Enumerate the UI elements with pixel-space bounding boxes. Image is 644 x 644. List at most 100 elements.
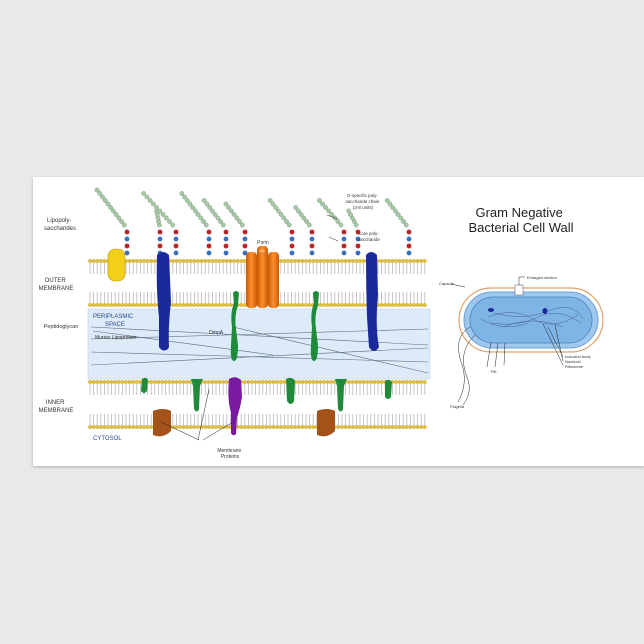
inner-lipid-head <box>206 380 211 384</box>
core-sugar <box>124 236 130 242</box>
outer-lipid-head <box>343 303 348 307</box>
inner-lipid-head <box>242 380 247 384</box>
porin-protein <box>246 246 279 308</box>
inner-lipid-head <box>116 380 121 384</box>
core-sugar <box>341 243 347 249</box>
cell-label-enlarged: Enlarged section <box>527 275 557 280</box>
outer-lipid-head <box>106 303 110 307</box>
o-antigen-unit <box>223 201 229 207</box>
inner-lipid-head <box>397 425 402 429</box>
outer-lipid-head <box>419 303 424 307</box>
outer-lipid-head <box>91 259 96 263</box>
inner-lipid-head <box>408 425 413 429</box>
inner-lipid-head <box>178 380 182 384</box>
inner-lipid-head <box>98 380 103 384</box>
inner-lipid-head <box>412 380 416 384</box>
inner-lipid-head <box>257 380 262 384</box>
inner-lipid-head <box>271 425 276 429</box>
inner-lipid-head <box>376 380 380 384</box>
outer-lipid-head <box>415 259 420 263</box>
outer-lipid-head <box>304 303 308 307</box>
outer-lipid-head <box>386 259 391 263</box>
outer-lipid-head <box>422 303 427 307</box>
inner-lipid-head <box>336 425 341 429</box>
outer-lipid-head <box>397 303 402 307</box>
o-antigen-unit <box>237 219 242 224</box>
inner-lipid-head <box>264 425 269 429</box>
inner-lipid-head <box>214 425 218 429</box>
outer-lipid-head <box>307 259 312 263</box>
inner-lipid-head <box>271 380 276 384</box>
outer-lipid-head <box>217 259 222 263</box>
cell-label-ribosome: Ribosome <box>565 364 584 369</box>
core-sugar <box>206 250 212 256</box>
inner-lipid-head <box>250 425 254 429</box>
inner-lipid-head <box>412 425 416 429</box>
inner-lipid-head <box>304 380 308 384</box>
outer-lipid-head <box>296 259 301 263</box>
o-antigen-unit <box>170 222 176 228</box>
inner-lipid-head <box>134 380 139 384</box>
green-protein-2 <box>191 379 203 412</box>
inner-lipid-head <box>296 380 301 384</box>
o-antigen-unit <box>182 194 187 200</box>
ompa-protein-right <box>310 291 319 361</box>
inner-lipid-head <box>361 380 366 384</box>
core-sugar <box>355 250 361 256</box>
inner-lipid-head <box>196 425 200 429</box>
outer-lipid-head <box>293 259 298 263</box>
o-antigen-unit <box>387 201 393 207</box>
outer-lipid-head <box>412 303 416 307</box>
o-antigen-unit <box>401 219 406 224</box>
inner-lipid-head <box>210 425 215 429</box>
core-sugar <box>173 229 179 235</box>
core-sugar <box>309 229 315 235</box>
outer-lipid-head <box>412 259 416 263</box>
inner-lipid-head <box>170 380 175 384</box>
inner-lipid-head <box>329 380 334 384</box>
outer-lipid-head <box>300 303 305 307</box>
inner-lipid-head <box>282 380 287 384</box>
outer-lipid-head <box>307 303 312 307</box>
inner-lipid-head <box>181 425 186 429</box>
o-antigen-unit <box>179 191 185 196</box>
outer-lipid-head <box>318 259 323 263</box>
core-sugar <box>157 243 163 249</box>
outer-lipid-head <box>332 259 337 263</box>
label-periplasmic-space: PERIPLASMIC SPACE <box>93 314 135 328</box>
yellow-protein <box>107 248 126 282</box>
inner-lipid-head <box>95 425 100 429</box>
inner-lipid-head <box>124 425 128 429</box>
inner-lipid-head <box>404 380 409 384</box>
o-antigen-unit <box>298 212 304 217</box>
o-antigen-unit <box>150 201 156 207</box>
inner-lipid-head <box>300 380 305 384</box>
blue-protein-right <box>366 252 379 351</box>
o-antigen-unit <box>144 194 150 200</box>
inner-lipid-head <box>415 425 420 429</box>
o-antigen-unit <box>160 212 166 217</box>
inner-lipid-head <box>401 425 406 429</box>
outer-lipid-head <box>210 259 215 263</box>
outer-lipid-head <box>98 259 103 263</box>
o-antigen-unit <box>286 222 292 228</box>
outer-lipid-head <box>181 259 186 263</box>
enlarged-section-marker <box>514 284 524 296</box>
inner-lipid-head <box>408 380 413 384</box>
cell-label-flagella: Flagella <box>450 404 465 409</box>
inner-lipid-head <box>365 380 370 384</box>
outer-lipid-head <box>289 303 294 307</box>
outer-lipid-head <box>181 303 186 307</box>
outer-lipid-head <box>386 303 391 307</box>
core-sugar <box>242 236 248 242</box>
outer-lipid-head <box>224 259 229 263</box>
outer-lipid-head <box>404 259 409 263</box>
green-protein-1 <box>141 377 148 393</box>
o-antigen-unit <box>231 212 237 217</box>
o-antigen-unit <box>320 201 325 207</box>
inner-lipid-head <box>145 425 150 429</box>
inner-lipid-head <box>181 380 186 384</box>
inner-lipid-head <box>379 425 384 429</box>
inner-lipid-head <box>347 425 352 429</box>
pointer-lines <box>160 214 339 441</box>
